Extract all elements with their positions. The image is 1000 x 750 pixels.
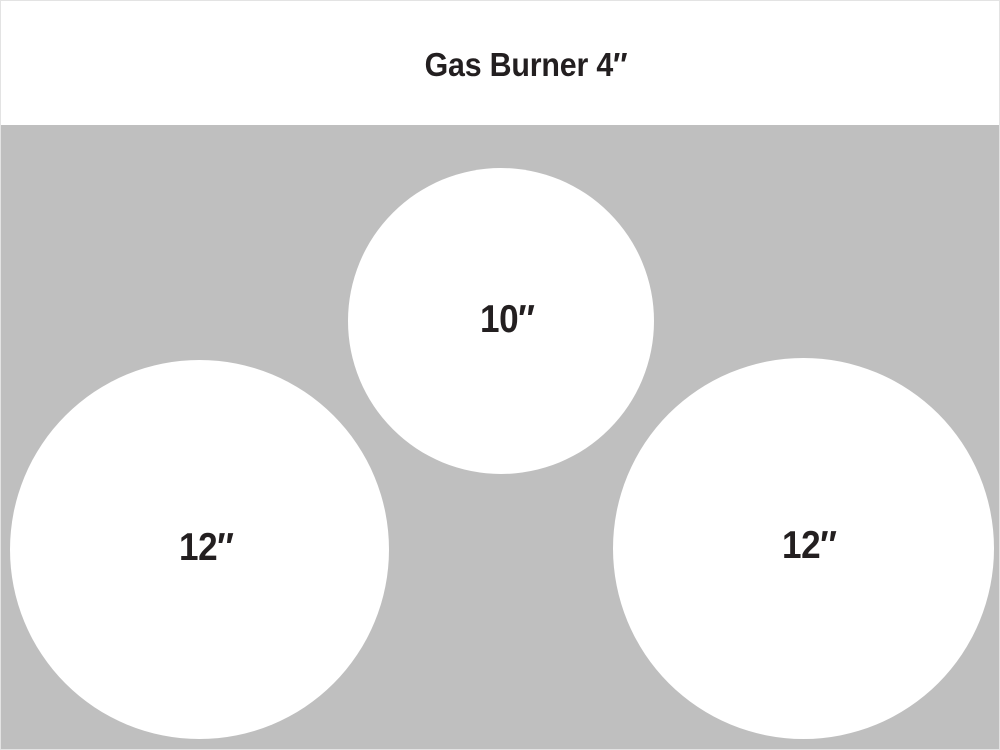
burner-circle-top-center: 10″ (348, 168, 654, 474)
header-band: Gas Burner 4″ (1, 1, 999, 125)
burner-label-bottom-left: 12″ (178, 525, 234, 569)
page-title: Gas Burner 4″ (424, 45, 628, 83)
burner-circle-bottom-right: 12″ (613, 358, 994, 739)
burner-circle-bottom-left: 12″ (10, 360, 389, 739)
burner-label-top-center: 10″ (479, 297, 535, 341)
burner-label-bottom-right: 12″ (782, 524, 837, 567)
